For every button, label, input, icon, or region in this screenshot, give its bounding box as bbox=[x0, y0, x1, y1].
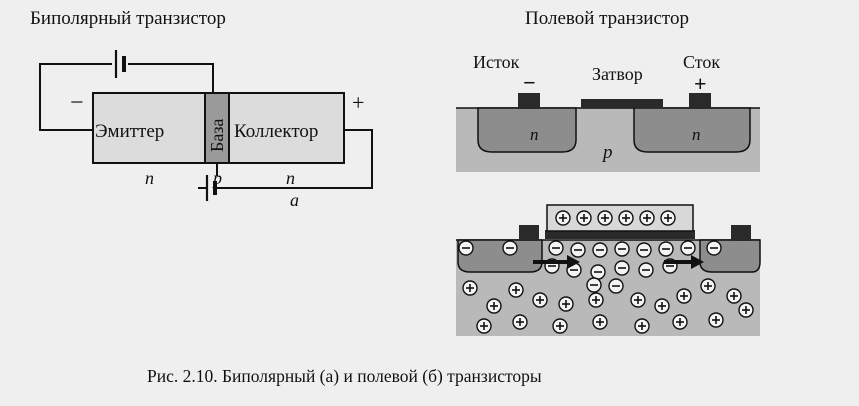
bipolar-n-right: n bbox=[286, 168, 295, 188]
gate-electrode bbox=[581, 99, 663, 108]
drain-label: Сток bbox=[683, 52, 720, 72]
hole-charge bbox=[508, 282, 524, 298]
gate-plus-charge bbox=[555, 210, 571, 226]
emitter-label: Эмиттер bbox=[95, 121, 164, 142]
hole-charge bbox=[634, 318, 650, 334]
drain-contact bbox=[689, 93, 711, 109]
hole-charge bbox=[486, 298, 502, 314]
hole-charge bbox=[592, 314, 608, 330]
hole-charge bbox=[708, 312, 724, 328]
electron-charge bbox=[614, 241, 630, 257]
source-contact bbox=[518, 93, 540, 109]
drain-plus-sign: + bbox=[694, 71, 707, 96]
electron-charge bbox=[570, 242, 586, 258]
fetb-gate-plate bbox=[545, 230, 695, 239]
source-minus-sign: − bbox=[523, 70, 536, 95]
fet-channel-diagram bbox=[456, 204, 761, 336]
left-wire bbox=[39, 105, 93, 131]
electron-charge bbox=[614, 260, 630, 276]
gate-plus-charge bbox=[618, 210, 634, 226]
electron-charge bbox=[592, 242, 608, 258]
hole-charge bbox=[476, 318, 492, 334]
electron-charge bbox=[680, 240, 696, 256]
hole-charge bbox=[558, 296, 574, 312]
electron-flow-arrows bbox=[533, 255, 704, 269]
figure-caption: Рис. 2.10. Биполярный (а) и полевой (б) … bbox=[147, 366, 542, 386]
bipolar-title: Биполярный транзистор bbox=[30, 8, 226, 29]
base-label: База bbox=[207, 119, 227, 152]
background-bleed-text bbox=[640, 0, 859, 406]
hole-charge bbox=[700, 278, 716, 294]
fetb-source-n-well bbox=[457, 239, 543, 273]
emitter-region bbox=[92, 92, 206, 164]
hole-charge bbox=[630, 292, 646, 308]
substrate-holes bbox=[462, 278, 754, 334]
electron-charge bbox=[608, 278, 624, 294]
hole-charge bbox=[654, 298, 670, 314]
fet-title: Полевой транзистор bbox=[525, 8, 689, 29]
hole-charge bbox=[676, 288, 692, 304]
source-label: Исток bbox=[473, 52, 520, 72]
electron-charge bbox=[636, 242, 652, 258]
electron-charge bbox=[658, 241, 674, 257]
gate-plus-charge bbox=[576, 210, 592, 226]
fetb-drain-contact bbox=[731, 225, 751, 241]
field-effect-transistor-diagram: Полевой транзистор Исток Затвор Сток − +… bbox=[456, 8, 760, 172]
hole-charge bbox=[532, 292, 548, 308]
hole-charge bbox=[726, 288, 742, 304]
gate-plus-charge bbox=[660, 210, 676, 226]
electron-charge bbox=[638, 262, 654, 278]
gate-label: Затвор bbox=[592, 64, 643, 84]
gate-positive-charges bbox=[555, 210, 676, 226]
gate-plus-charge bbox=[639, 210, 655, 226]
panel-a-label: а bbox=[290, 190, 299, 210]
collector-region bbox=[228, 92, 345, 164]
hole-charge bbox=[588, 292, 604, 308]
collector-label: Коллектор bbox=[234, 121, 318, 142]
fet-n-right: n bbox=[692, 125, 701, 144]
hole-charge bbox=[672, 314, 688, 330]
fet-source-n-well bbox=[477, 107, 577, 153]
hole-charge bbox=[462, 280, 478, 296]
hole-charge bbox=[552, 318, 568, 334]
emitter-minus-sign: − bbox=[70, 90, 84, 116]
bipolar-p-middle: p bbox=[211, 168, 222, 188]
electron-charge bbox=[548, 240, 564, 256]
bipolar-transistor-diagram: Биполярный транзистор Эмиттер Коллектор … bbox=[30, 8, 373, 210]
fet-drain-n-well bbox=[633, 107, 751, 153]
electron-charge bbox=[458, 240, 474, 256]
electron-charge bbox=[502, 240, 518, 256]
gate-plus-charge bbox=[597, 210, 613, 226]
electron-charge bbox=[586, 277, 602, 293]
collector-plus-sign: + bbox=[352, 90, 364, 115]
bipolar-n-left: n bbox=[145, 168, 154, 188]
fet-p-label: p bbox=[601, 142, 613, 163]
hole-charge bbox=[738, 302, 754, 318]
electron-charge bbox=[590, 264, 606, 280]
electron-charge bbox=[706, 240, 722, 256]
hole-charge bbox=[512, 314, 528, 330]
fetb-source-contact bbox=[519, 225, 539, 241]
fet-n-left: n bbox=[530, 125, 539, 144]
